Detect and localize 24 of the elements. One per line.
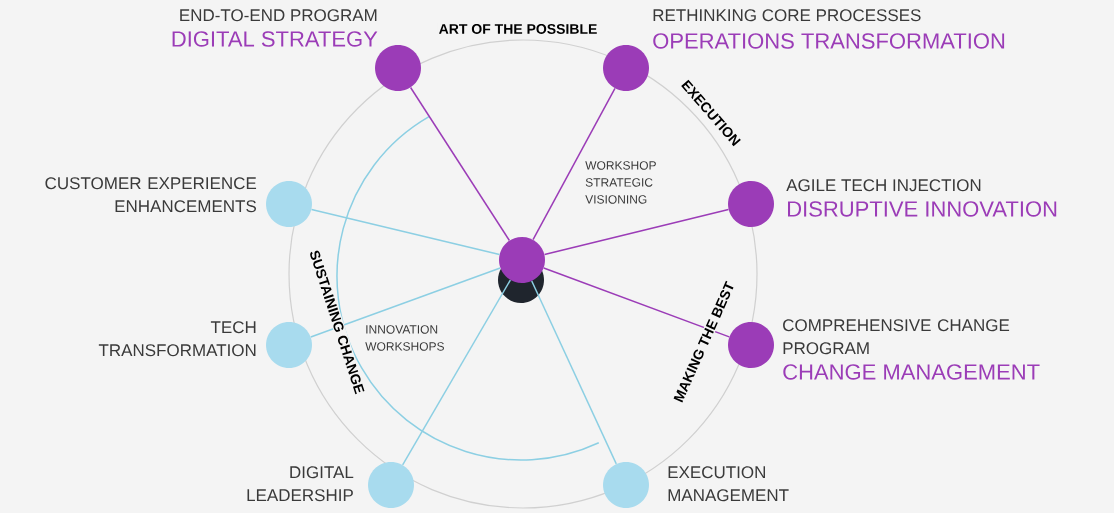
center-node: [498, 237, 545, 303]
node-label: CUSTOMER EXPERIENCE ENHANCEMENTS: [45, 177, 257, 213]
node-heading: DIGITAL STRATEGY: [172, 31, 378, 47]
node-label: AGILE TECH INJECTION: [786, 179, 981, 192]
connector-line: [543, 208, 730, 256]
connector-line: [401, 279, 512, 466]
connector-line: [532, 87, 616, 241]
connector-line: [543, 267, 730, 338]
node-label: DIGITAL LEADERSHIP: [247, 466, 354, 502]
section-label: WORKSHOP STRATEGIC VISIONING: [585, 161, 656, 204]
ring-label: ART OF THE POSSIBLE: [437, 23, 599, 35]
connector-line: [310, 208, 501, 256]
node-heading: OPERATIONS TRANSFORMATION: [653, 33, 1005, 49]
node-label: END-TO-END PROGRAM: [180, 9, 377, 22]
node-label: EXECUTION MANAGEMENT: [668, 466, 789, 502]
node-heading: CHANGE MANAGEMENT: [783, 364, 1040, 380]
connector-line: [310, 267, 501, 338]
node-label: RETHINKING CORE PROCESSES: [653, 9, 921, 22]
node-label: TECH TRANSFORMATION: [98, 321, 256, 357]
node-label: COMPREHENSIVE CHANGE PROGRAM: [783, 319, 1010, 355]
connector-line: [409, 86, 511, 242]
node-heading: DISRUPTIVE INNOVATION: [788, 201, 1057, 217]
section-label: INNOVATION WORKSHOPS: [365, 325, 444, 351]
connector-line: [531, 280, 617, 465]
